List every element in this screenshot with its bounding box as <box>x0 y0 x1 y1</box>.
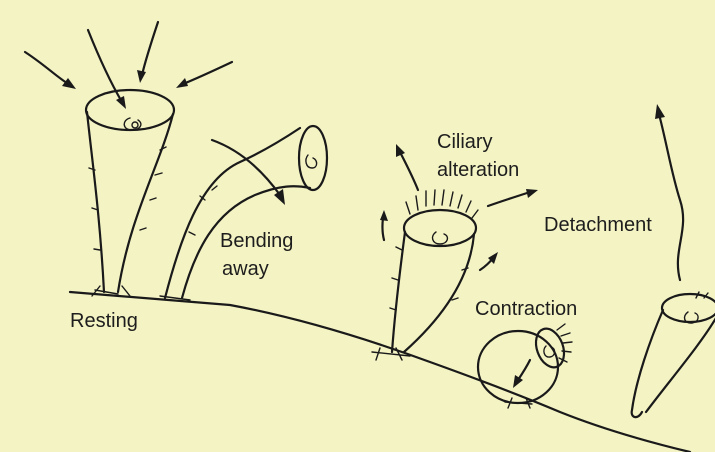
contraction-organism <box>478 324 572 408</box>
label-ciliary-alteration-line1: Ciliary <box>437 130 493 154</box>
contraction-arrow <box>513 360 530 388</box>
resting-organism <box>86 90 174 296</box>
detachment-arrow <box>655 104 683 280</box>
inflow-arrows <box>25 22 232 109</box>
ciliary-organism <box>372 190 478 360</box>
label-resting: Resting <box>70 309 138 333</box>
label-ciliary-alteration-line2: alteration <box>437 158 519 182</box>
label-bending-away-line1: Bending <box>220 229 293 253</box>
label-contraction: Contraction <box>475 297 577 321</box>
detached-organism <box>632 292 715 417</box>
label-detachment: Detachment <box>544 213 652 237</box>
label-bending-away-line2: away <box>222 257 269 281</box>
substrate-line <box>70 292 690 452</box>
